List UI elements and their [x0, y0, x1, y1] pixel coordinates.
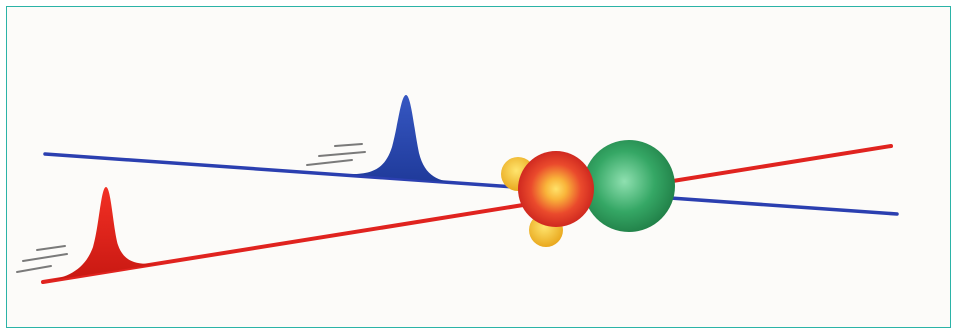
diagram-frame — [6, 6, 951, 328]
red-pulse — [47, 187, 165, 281]
red-motion-lines — [16, 245, 68, 273]
green-sphere — [583, 140, 675, 232]
red-beam-line — [41, 144, 893, 284]
blue-motion-lines — [306, 143, 366, 166]
red-sphere — [518, 151, 594, 227]
molecule — [501, 140, 675, 247]
collision-diagram — [16, 95, 899, 284]
blue-beam-line — [43, 152, 899, 216]
blue-pulse — [347, 95, 457, 183]
